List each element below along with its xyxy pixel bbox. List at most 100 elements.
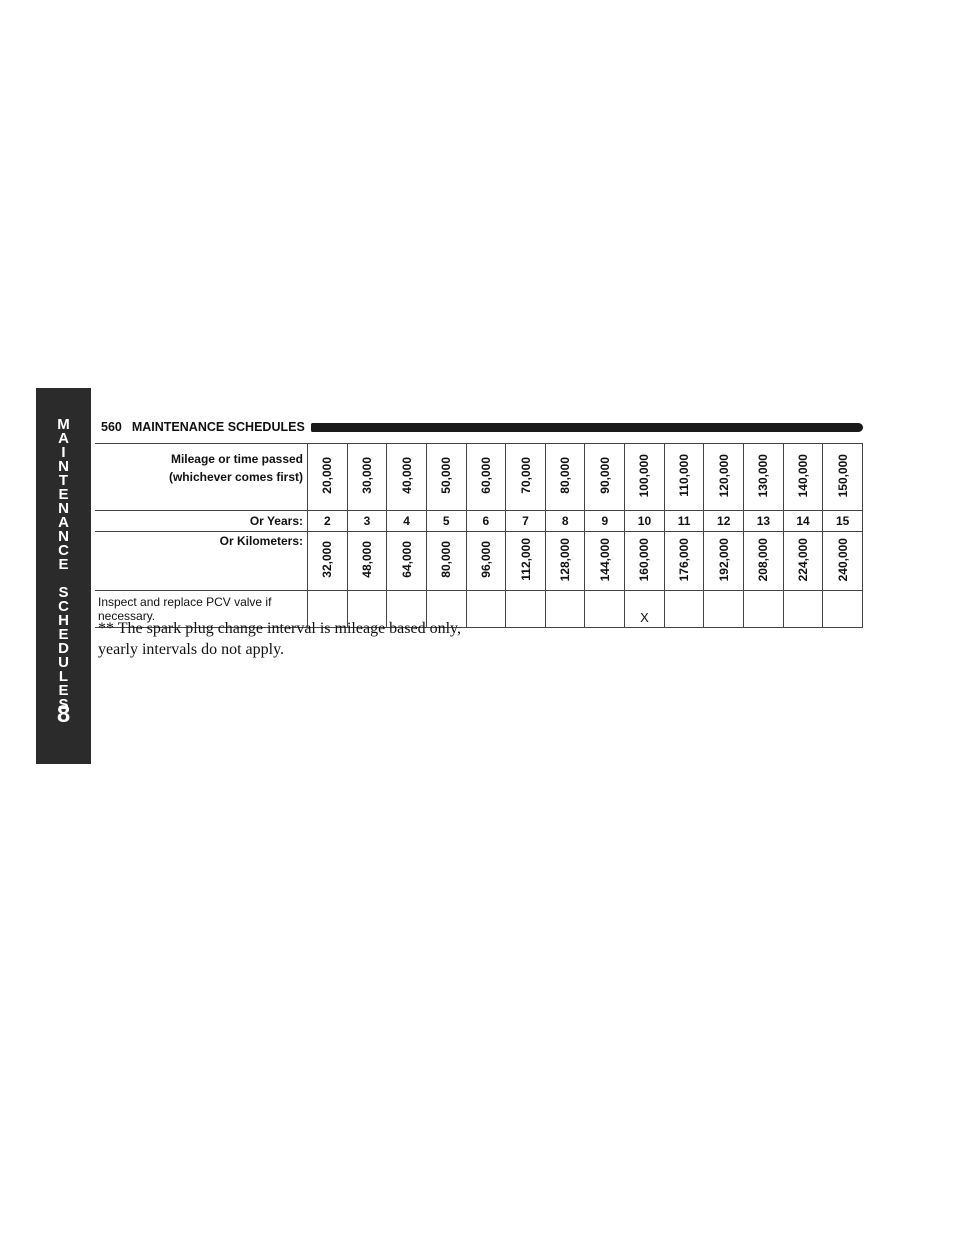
service-mark-cell	[425, 590, 467, 628]
service-mark-cell	[465, 590, 507, 628]
maintenance-schedule-table: Mileage or time passed (whichever comes f…	[95, 443, 863, 628]
side-tab-letter: A	[58, 430, 69, 447]
row-mileage: Mileage or time passed (whichever comes f…	[95, 443, 863, 511]
mileage-value: 100,000	[637, 453, 652, 498]
kilometers-value: 80,000	[439, 541, 454, 578]
years-cell: 7	[505, 510, 546, 532]
service-mark-cell	[505, 590, 546, 628]
years-cell: 13	[743, 510, 784, 532]
mileage-cell: 20,000	[307, 443, 348, 511]
side-tab-letter: I	[61, 444, 66, 461]
kilometers-value: 32,000	[320, 541, 335, 578]
mileage-cell: 140,000	[782, 443, 824, 511]
side-tab-letter: M	[57, 416, 70, 433]
mileage-label: Mileage or time passed (whichever comes f…	[95, 443, 308, 511]
kilometers-cell: 64,000	[386, 531, 427, 591]
side-tab-letter: A	[58, 514, 69, 531]
kilometers-cell: 240,000	[822, 531, 863, 591]
mileage-label-line-2: (whichever comes first)	[168, 470, 303, 484]
kilometers-value: 128,000	[558, 537, 573, 582]
kilometers-label: Or Kilometers:	[95, 531, 308, 591]
years-label: Or Years:	[95, 510, 308, 532]
mileage-value: 120,000	[716, 453, 731, 498]
kilometers-cell: 32,000	[307, 531, 348, 591]
years-cell: 8	[544, 510, 586, 532]
years-cell: 11	[663, 510, 705, 532]
mileage-cell: 60,000	[465, 443, 507, 511]
mileage-value: 70,000	[518, 457, 533, 494]
side-tab-letter: T	[58, 472, 69, 489]
service-item-label-line-1: Inspect and replace PCV valve if	[98, 595, 272, 609]
mileage-value: 130,000	[756, 453, 771, 498]
page-number: 560	[101, 420, 122, 434]
kilometers-value: 96,000	[478, 541, 493, 578]
kilometers-cell: 160,000	[624, 531, 665, 591]
kilometers-value: 48,000	[359, 541, 374, 578]
mileage-cell: 70,000	[505, 443, 546, 511]
mileage-value: 140,000	[796, 453, 810, 498]
side-tab-letter: C	[58, 598, 69, 615]
service-mark-cell	[782, 590, 824, 628]
service-mark-cell	[663, 590, 705, 628]
service-mark-cell	[703, 590, 745, 628]
mileage-value: 20,000	[320, 457, 335, 494]
mileage-cell: 50,000	[425, 443, 467, 511]
years-cell: 15	[822, 510, 863, 532]
service-mark-cell	[584, 590, 626, 628]
kilometers-value: 144,000	[597, 537, 612, 582]
service-mark-cell	[386, 590, 427, 628]
side-tab-letter: D	[58, 640, 69, 657]
years-cell: 5	[425, 510, 467, 532]
mileage-cell: 40,000	[386, 443, 427, 511]
service-item-label-line-2: necessary.	[98, 609, 156, 623]
years-cell: 14	[782, 510, 824, 532]
side-tab-letter: E	[58, 556, 69, 573]
side-tab-chapter-number: 8	[56, 701, 71, 728]
years-cell: 2	[307, 510, 348, 532]
header-rule	[310, 422, 863, 432]
mileage-cell: 100,000	[624, 443, 665, 511]
kilometers-cell: 192,000	[703, 531, 745, 591]
mileage-value: 40,000	[399, 457, 414, 494]
years-cell: 10	[624, 510, 665, 532]
kilometers-value: 224,000	[796, 537, 810, 582]
years-cell: 4	[386, 510, 427, 532]
mileage-cell: 90,000	[584, 443, 626, 511]
side-tab-letter: N	[58, 458, 69, 475]
kilometers-cell: 208,000	[743, 531, 784, 591]
kilometers-value: 176,000	[677, 537, 692, 582]
footnote-line-1: ** The spark plug change interval is mil…	[98, 620, 462, 637]
kilometers-value: 160,000	[637, 537, 652, 582]
kilometers-value: 192,000	[716, 537, 731, 582]
mileage-cell: 130,000	[743, 443, 784, 511]
mileage-label-line-1: Mileage or time passed	[170, 452, 303, 466]
mileage-cell: 120,000	[703, 443, 745, 511]
mileage-cell: 80,000	[544, 443, 586, 511]
kilometers-value: 240,000	[835, 537, 850, 582]
kilometers-cell: 112,000	[505, 531, 546, 591]
mileage-cell: 30,000	[346, 443, 388, 511]
mileage-value: 50,000	[439, 457, 454, 494]
footnote-line-2: yearly intervals do not apply.	[98, 641, 285, 658]
side-tab-letter: N	[58, 528, 69, 545]
service-mark-cell	[743, 590, 784, 628]
section-title: MAINTENANCE SCHEDULES	[131, 420, 305, 434]
kilometers-cell: 80,000	[425, 531, 467, 591]
side-tab-letter: S	[58, 584, 69, 601]
mileage-cell: 150,000	[822, 443, 863, 511]
years-cell: 6	[465, 510, 507, 532]
kilometers-cell: 176,000	[663, 531, 705, 591]
service-mark-cell	[544, 590, 586, 628]
side-tab-letter: N	[58, 500, 69, 517]
kilometers-value: 112,000	[518, 538, 533, 581]
years-cell: 9	[584, 510, 626, 532]
service-mark-cell: X	[624, 590, 665, 628]
service-mark-cell	[822, 590, 863, 628]
side-tab-letter: U	[58, 654, 69, 671]
kilometers-cell: 144,000	[584, 531, 626, 591]
